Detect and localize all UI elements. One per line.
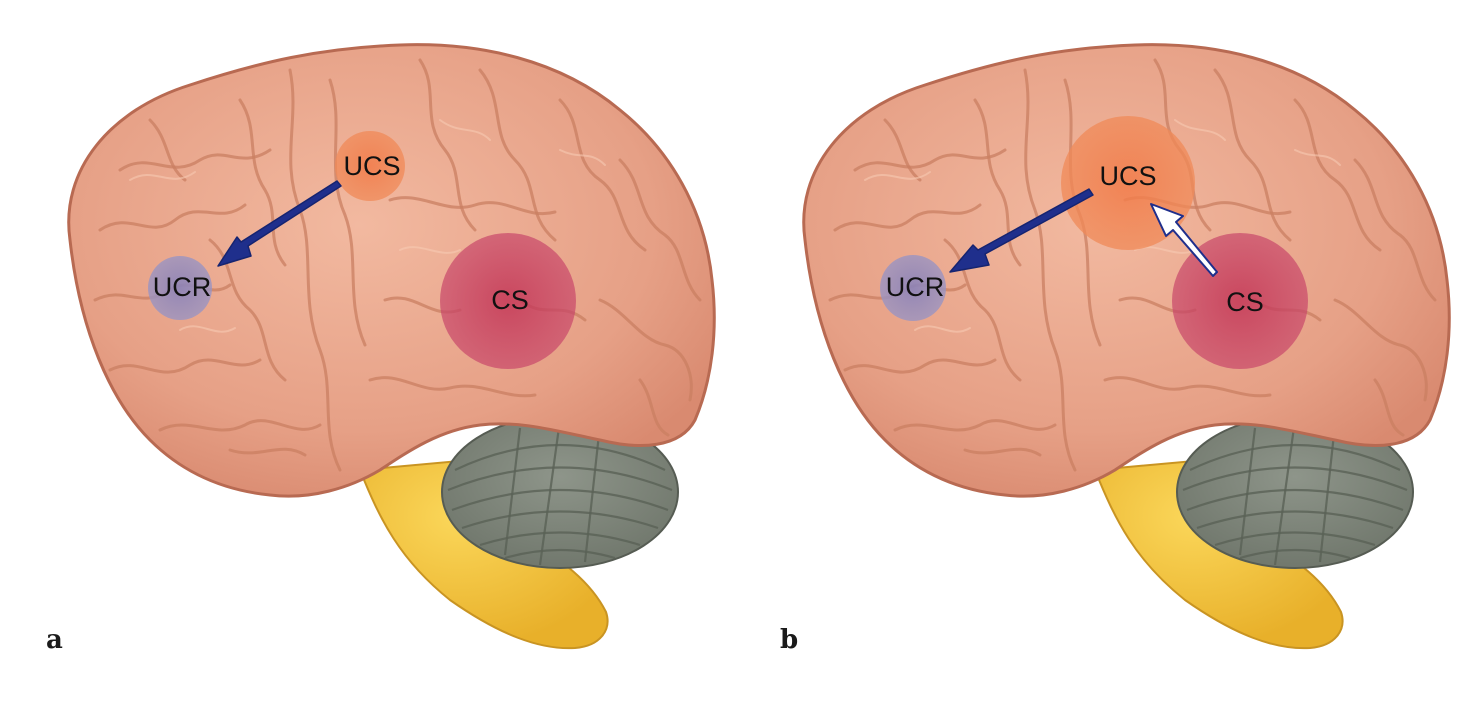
cs-region-a [440, 233, 576, 369]
panel-b: UCS UCR CS b [780, 43, 1451, 655]
cs-label-b: CS [1226, 287, 1264, 317]
cs-label-a: CS [491, 285, 529, 315]
panel-letter-b: b [780, 625, 798, 655]
brain-illustration-a [67, 43, 716, 650]
ucs-region-a [335, 131, 405, 201]
ucs-label-b: UCS [1099, 161, 1156, 191]
arrow-cs-to-ucs-b [1150, 203, 1218, 277]
panel-letter-a: a [46, 625, 63, 655]
arrow-ucs-to-ucr-b [949, 188, 1094, 273]
ucr-region-b [880, 255, 946, 321]
ucs-label-a: UCS [343, 151, 400, 181]
panel-a: UCS UCR CS a [46, 43, 716, 655]
arrow-ucs-to-ucr-a [217, 180, 342, 267]
ucr-label-a: UCR [153, 272, 212, 302]
ucr-region-a [148, 256, 212, 320]
ucr-label-b: UCR [886, 272, 945, 302]
